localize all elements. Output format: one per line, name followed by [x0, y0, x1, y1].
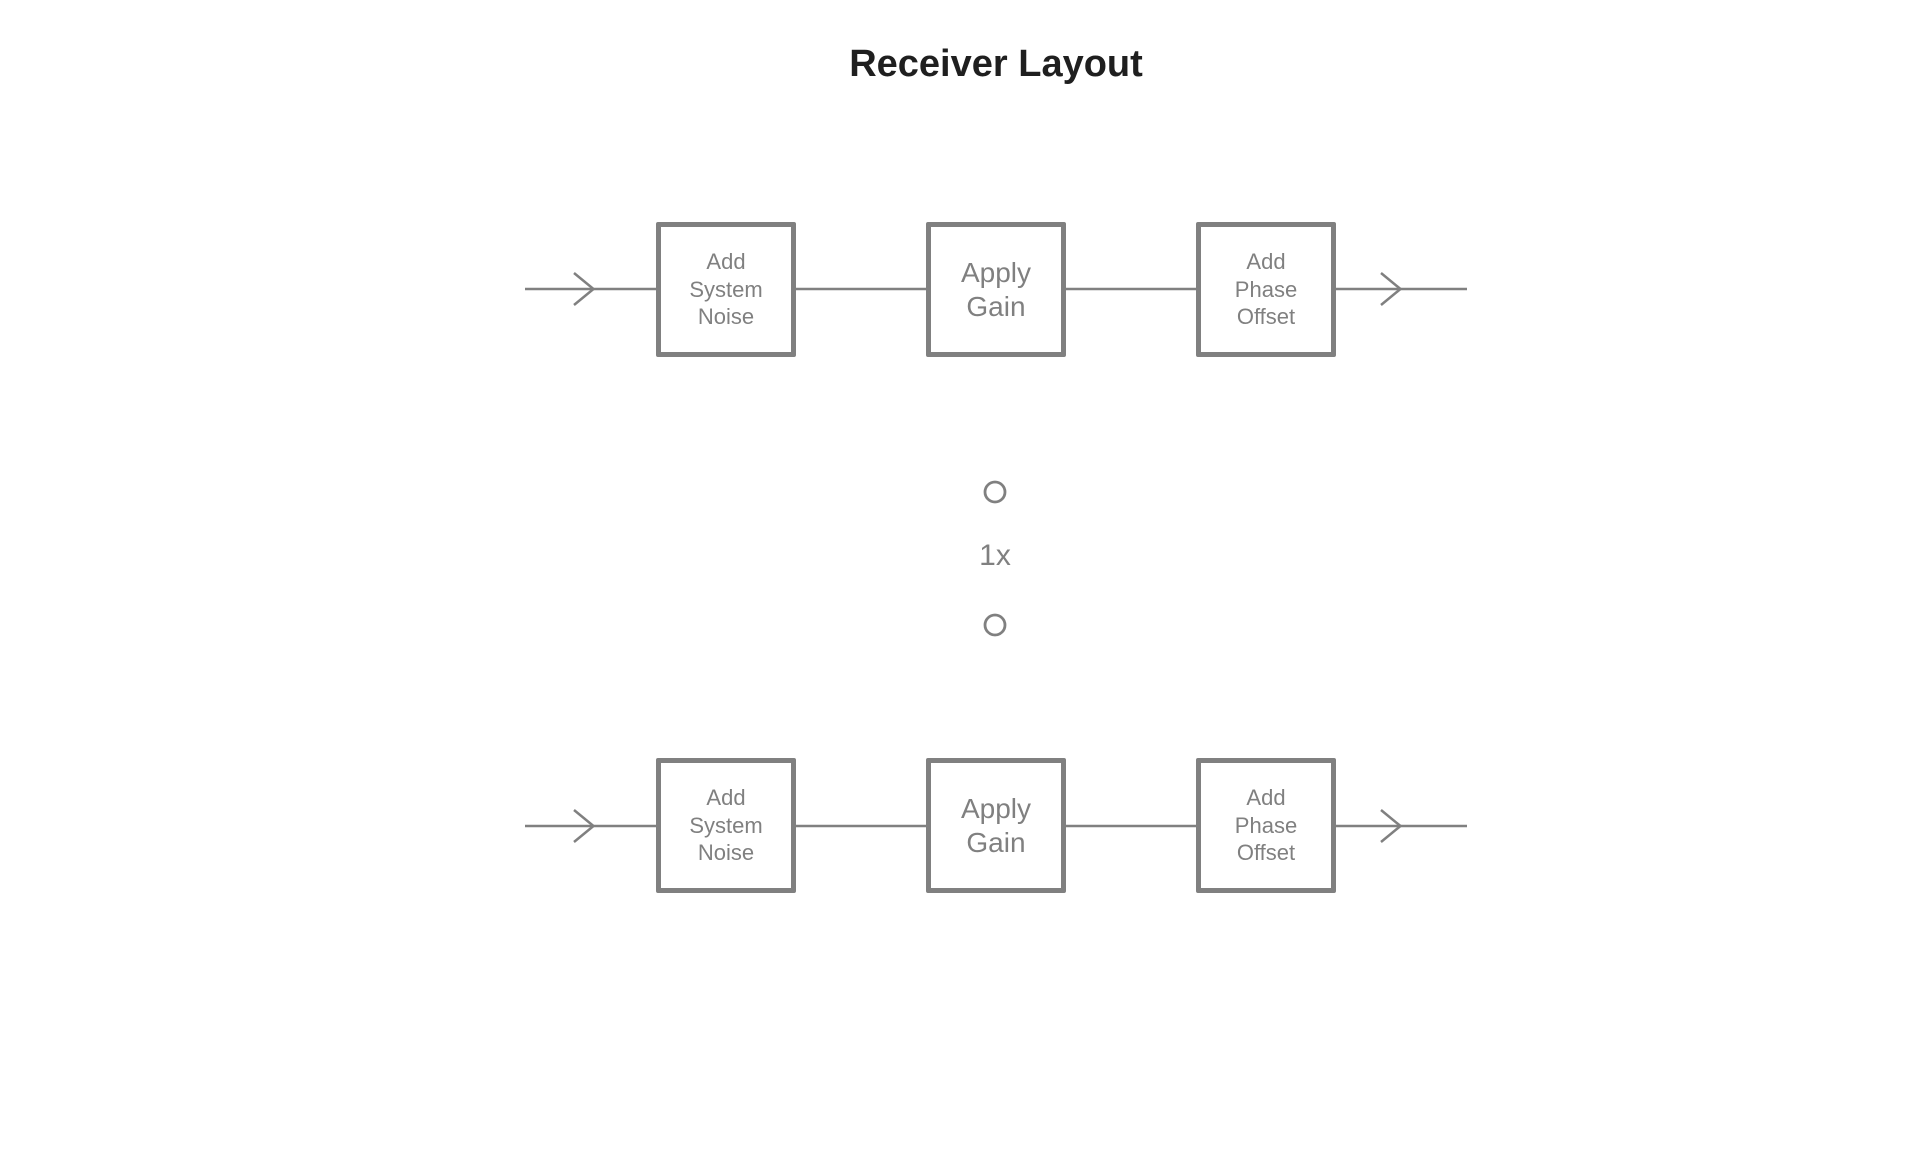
- arrow-right-icon: [573, 809, 596, 843]
- arrow-right-icon: [1380, 809, 1403, 843]
- arrow-right-icon: [573, 272, 596, 306]
- arrow-right-icon: [1380, 272, 1403, 306]
- repeat-count-label: 1x: [979, 539, 1011, 572]
- repeat-node-circle-icon: [983, 613, 1007, 637]
- block-apply-gain: Apply Gain: [926, 222, 1066, 357]
- block-add-phase-offset: Add Phase Offset: [1196, 758, 1336, 893]
- block-add-phase-offset: Add Phase Offset: [1196, 222, 1336, 357]
- bottom-chain-wires: [525, 809, 1467, 843]
- top-chain-wires: [525, 272, 1467, 306]
- diagram-title: Receiver Layout: [849, 43, 1143, 85]
- repeat-node-circle-icon: [983, 480, 1007, 504]
- block-add-system-noise: Add System Noise: [656, 758, 796, 893]
- block-add-system-noise: Add System Noise: [656, 222, 796, 357]
- block-apply-gain: Apply Gain: [926, 758, 1066, 893]
